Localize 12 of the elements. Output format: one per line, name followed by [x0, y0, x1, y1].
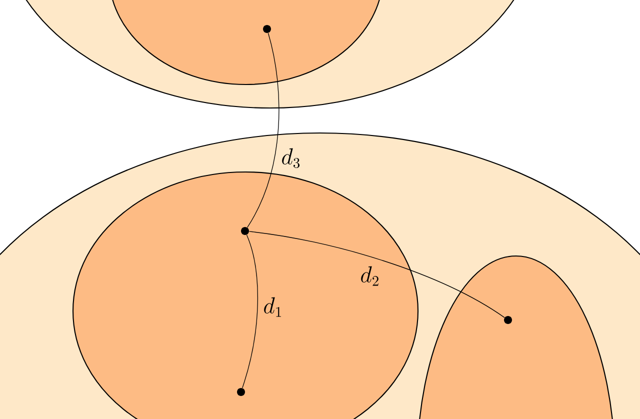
edge-label: $d_2$	[361, 266, 378, 286]
point-dot	[504, 316, 512, 324]
point-dot	[237, 388, 245, 396]
edge-label: $d_3$	[282, 148, 300, 168]
inner-ellipse	[418, 255, 614, 419]
curve	[242, 234, 258, 388]
curve	[248, 231, 505, 318]
inner-ellipse	[111, 0, 381, 86]
point-dot	[263, 25, 271, 33]
curve	[247, 32, 280, 228]
point-dot	[241, 227, 249, 235]
edge-label: $d_1$	[264, 297, 281, 317]
